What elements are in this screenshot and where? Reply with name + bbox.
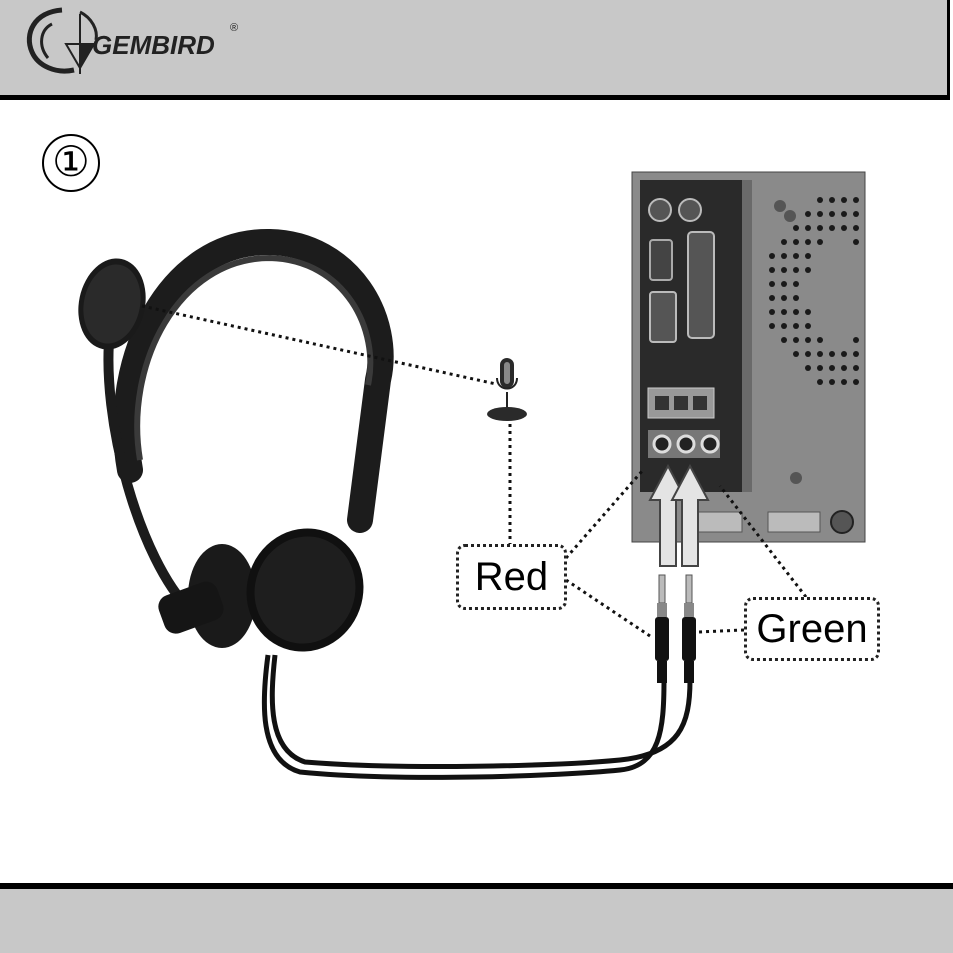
microphone-icon [487,358,527,421]
red-jack-label: Red [456,544,567,610]
footer-bar [0,883,953,953]
green-jack-label: Green [744,597,880,661]
headset-illustration [70,242,690,777]
audio-jack-plug [682,575,696,683]
audio-jack-plug [655,575,669,683]
